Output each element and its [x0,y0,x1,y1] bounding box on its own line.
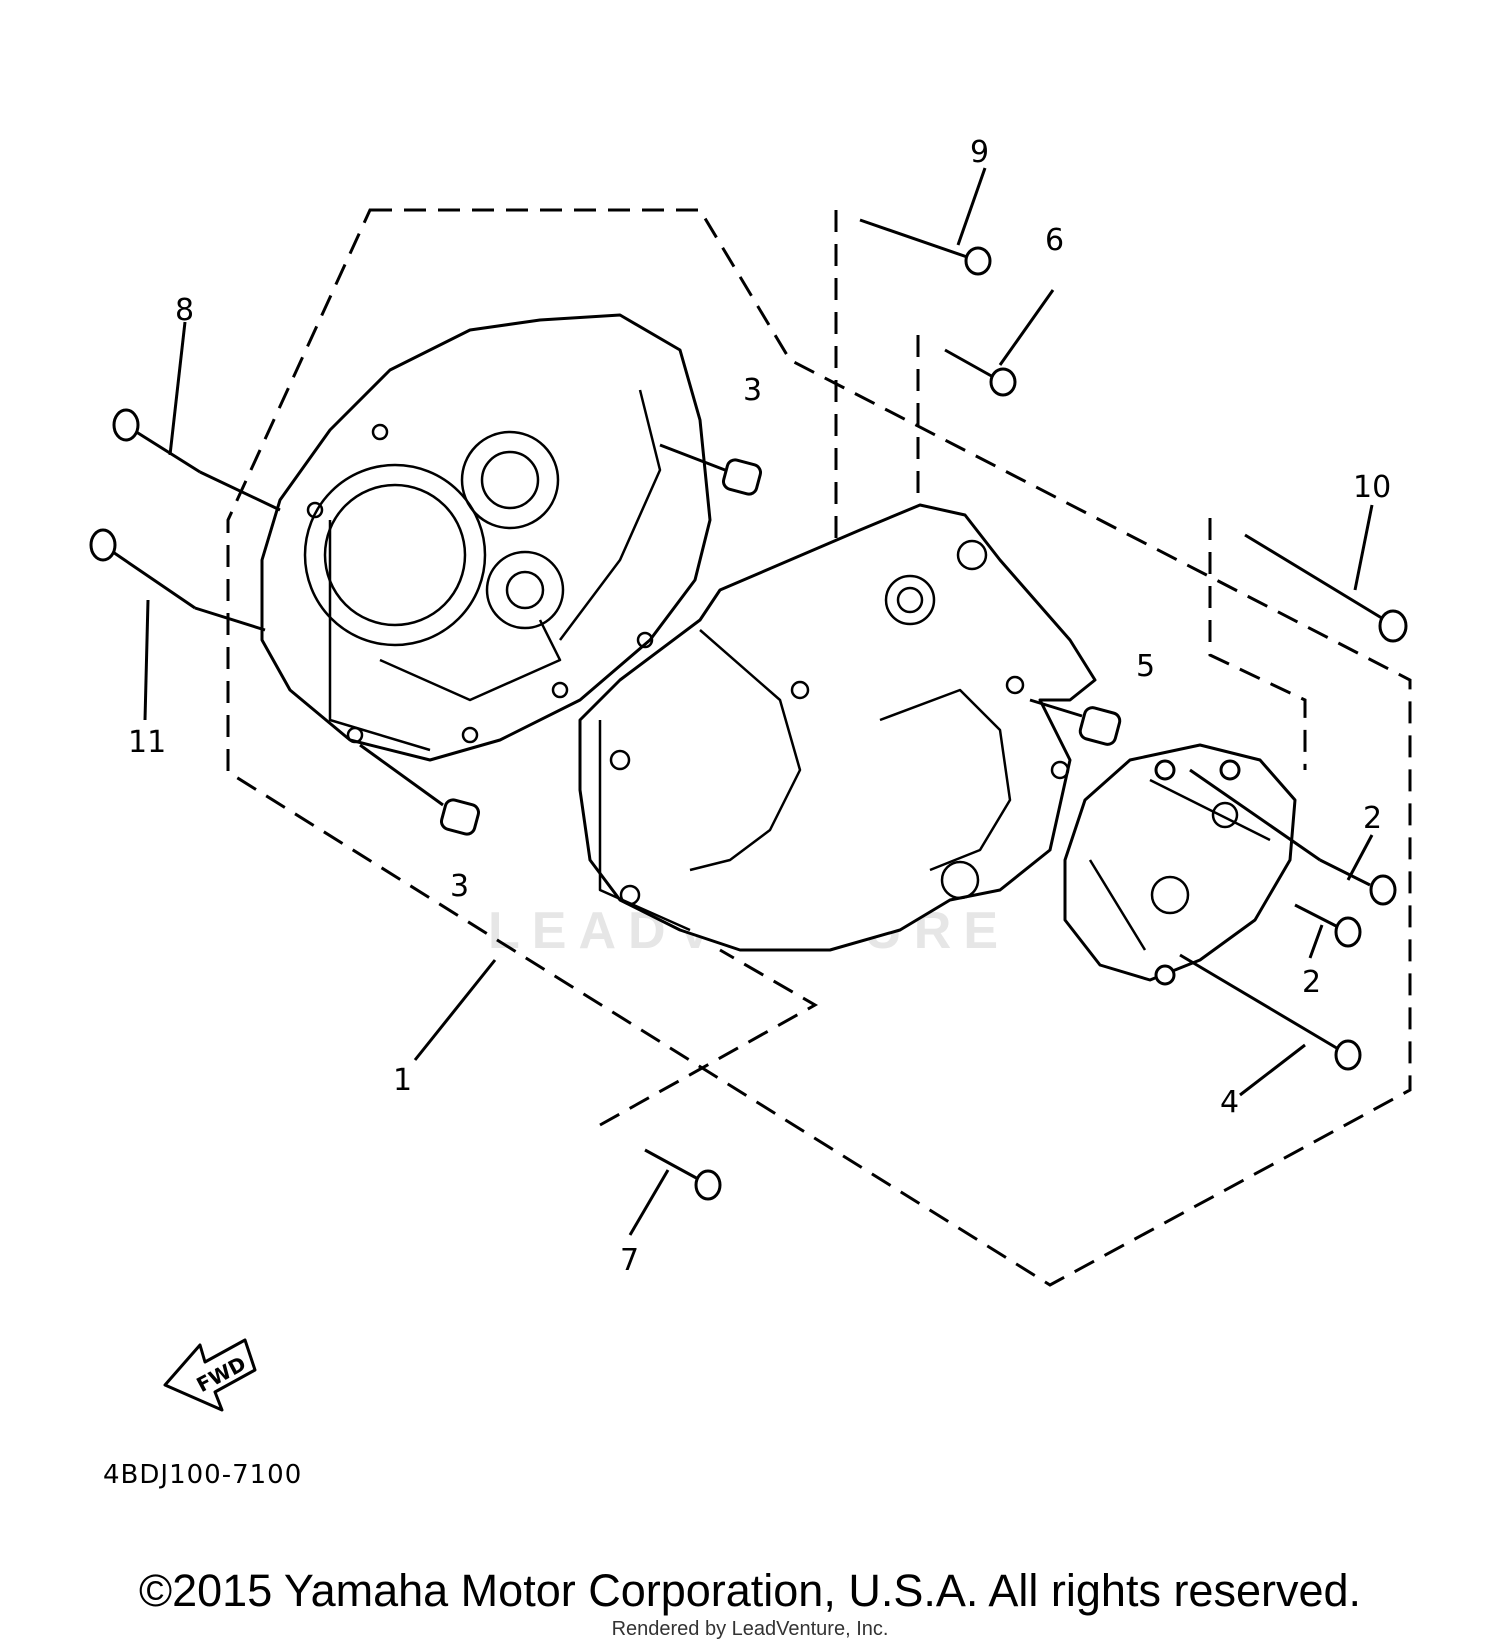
guide-line-10 [1208,518,1307,770]
right-crankcase-half [578,503,1097,952]
bolt-7 [644,1148,722,1201]
callout-8: 8 [175,293,194,328]
leader-2b [1308,924,1324,959]
leader-6 [998,289,1055,366]
leader-2a [1346,834,1374,881]
dowel-pin-3-lower [359,743,481,836]
bolt-10 [1244,533,1408,643]
leader-9 [956,167,987,246]
callout-2-lower: 2 [1302,965,1321,1000]
leader-7 [628,1169,670,1236]
leader-8 [168,321,187,456]
bolt-2-upper [1189,768,1397,906]
callout-6: 6 [1045,223,1064,258]
bolt-2-lower [1294,903,1362,948]
callout-2-upper: 2 [1363,801,1382,836]
dowel-pin-3-upper [659,443,763,496]
guide-line-7 [599,948,819,1127]
fwd-arrow-icon: FWD [163,1338,257,1412]
bolt-4 [1179,953,1362,1071]
callout-3-upper: 3 [743,373,762,408]
callout-10: 10 [1353,470,1391,505]
side-cover [1063,743,1297,986]
bolt-8 [112,408,281,512]
bolt-9 [859,218,992,276]
callout-7: 7 [620,1243,639,1278]
copyright-notice: ©2015 Yamaha Motor Corporation, U.S.A. A… [138,1565,1362,1616]
callout-4: 4 [1220,1085,1239,1120]
leader-10 [1353,504,1374,591]
bolt-11 [89,528,266,632]
dowel-pin-5 [1029,698,1122,746]
leader-4 [1239,1043,1306,1097]
callout-5: 5 [1136,649,1155,684]
left-crankcase-half [260,313,712,762]
diagram-code: 4BDJ100-7100 [103,1460,303,1490]
leader-1 [413,959,497,1061]
bolt-6 [944,348,1017,397]
assembly-boundary [226,208,1412,1287]
callout-3-lower: 3 [450,869,469,904]
callout-9: 9 [970,135,989,170]
callout-1: 1 [393,1063,412,1098]
rendered-by-notice: Rendered by LeadVenture, Inc. [611,1618,889,1640]
callout-11: 11 [128,725,166,760]
leader-11 [143,599,150,721]
